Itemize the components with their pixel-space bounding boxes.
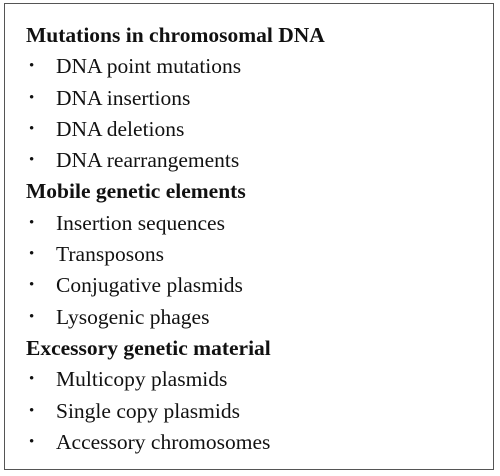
list-item-text: Single copy plasmids (56, 398, 240, 423)
list-item-text: Accessory chromosomes (56, 429, 271, 454)
list-item: • Conjugative plasmids (26, 270, 493, 301)
list-item-text: Multicopy plasmids (56, 367, 228, 392)
bullet-icon: • (29, 58, 35, 75)
list-item: • DNA deletions (26, 114, 493, 145)
bullet-icon: • (29, 120, 35, 137)
bullet-icon: • (29, 89, 35, 106)
list-item: • DNA point mutations (26, 51, 493, 82)
list-item: • Insertion sequences (26, 208, 493, 239)
list-item-text: Conjugative plasmids (56, 273, 243, 298)
list-item: • Accessory chromosomes (26, 427, 493, 458)
section-chromosomal-mutations: Mutations in chromosomal DNA • DNA point… (26, 20, 493, 176)
bullet-icon: • (29, 433, 35, 450)
list-item: • Single copy plasmids (26, 396, 493, 427)
list-item: • Multicopy plasmids (26, 364, 493, 395)
content-box: Mutations in chromosomal DNA • DNA point… (4, 3, 494, 470)
bullet-icon: • (29, 246, 35, 263)
section-heading: Excessory genetic material (26, 335, 271, 360)
section-mobile-genetic-elements: Mobile genetic elements • Insertion sequ… (26, 176, 493, 332)
list-item-text: DNA point mutations (56, 54, 242, 79)
section-excessory-genetic-material: Excessory genetic material • Multicopy p… (26, 333, 493, 458)
bullet-icon: • (29, 371, 35, 388)
bullet-icon: • (29, 308, 35, 325)
list-item: • Lysogenic phages (26, 302, 493, 333)
list-item-text: DNA insertions (56, 85, 191, 110)
list-item: • Transposons (26, 239, 493, 270)
bullet-icon: • (29, 214, 35, 231)
bullet-icon: • (29, 402, 35, 419)
list-item: • DNA rearrangements (26, 145, 493, 176)
section-heading: Mutations in chromosomal DNA (26, 23, 325, 47)
bullet-icon: • (29, 277, 35, 294)
list-item-text: Lysogenic phages (56, 304, 210, 329)
section-heading: Mobile genetic elements (26, 179, 246, 204)
list-item-text: DNA deletions (56, 116, 185, 141)
list-item: • DNA insertions (26, 83, 493, 114)
list-item-text: Insertion sequences (56, 210, 225, 235)
list-item-text: DNA rearrangements (56, 148, 240, 173)
bullet-icon: • (29, 152, 35, 169)
list-item-text: Transposons (56, 242, 164, 267)
